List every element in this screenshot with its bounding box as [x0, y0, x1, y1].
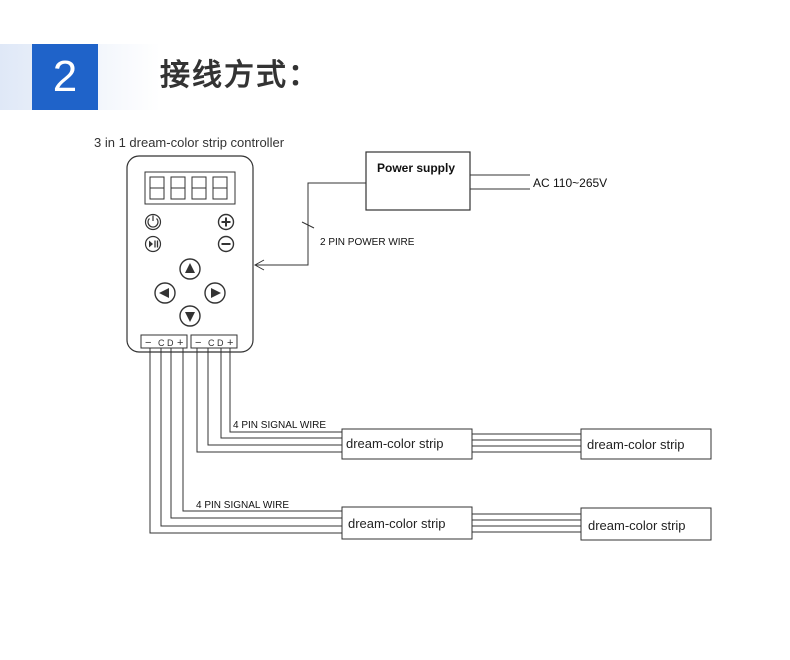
controller-label: 3 in 1 dream-color strip controller [94, 135, 285, 150]
arrow-down-icon[interactable] [179, 305, 201, 327]
minus-icon[interactable] [217, 235, 235, 253]
power-icon[interactable] [144, 213, 162, 231]
terminal-plus: + [227, 337, 233, 349]
strip-2b-label: dream-color strip [588, 518, 686, 533]
terminal-c: C [158, 338, 165, 348]
power-supply-label: Power supply [377, 161, 455, 175]
strip-1b-box [580, 428, 712, 460]
play-pause-icon[interactable] [144, 235, 162, 253]
terminal-block-2: − C D + [190, 334, 238, 349]
section-title: 接线方式： [160, 58, 320, 93]
terminal-d: D [167, 338, 174, 348]
terminal-minus: − [145, 337, 151, 349]
terminal-d: D [217, 338, 224, 348]
arrow-left-icon[interactable] [154, 282, 176, 304]
strip-1a-label: dream-color strip [346, 436, 444, 451]
power-supply-box [365, 151, 471, 211]
controller-body [126, 155, 254, 353]
signal-wire-group-2 [149, 348, 342, 534]
strip-2b-box [580, 507, 712, 541]
terminal-c: C [208, 338, 215, 348]
signal-wire-label-1: 4 PIN SIGNAL WIRE [233, 420, 326, 431]
signal-wire-label-2: 4 PIN SIGNAL WIRE [196, 500, 289, 511]
terminal-plus: + [177, 337, 183, 349]
arrow-right-icon[interactable] [204, 282, 226, 304]
terminal-block-1: − C D + [140, 334, 188, 349]
strip-2a-box [341, 506, 473, 540]
power-wire [253, 182, 366, 271]
strip-2a-label: dream-color strip [348, 516, 446, 531]
power-wire-label: 2 PIN POWER WIRE [320, 237, 415, 248]
ac-input-wires [470, 174, 530, 190]
strip-1a-box [341, 428, 473, 460]
signal-wire-group-1 [196, 348, 342, 453]
plus-icon[interactable] [217, 213, 235, 231]
section-number-tab [32, 44, 98, 110]
strip-1b-label: dream-color strip [587, 437, 685, 452]
arrow-up-icon[interactable] [179, 258, 201, 280]
section-number: 2 [52, 52, 78, 101]
strip-2-link [472, 513, 581, 533]
display-digits [144, 171, 236, 205]
ac-label: AC 110~265V [533, 176, 607, 190]
strip-1-link [472, 433, 581, 453]
terminal-minus: − [195, 337, 201, 349]
